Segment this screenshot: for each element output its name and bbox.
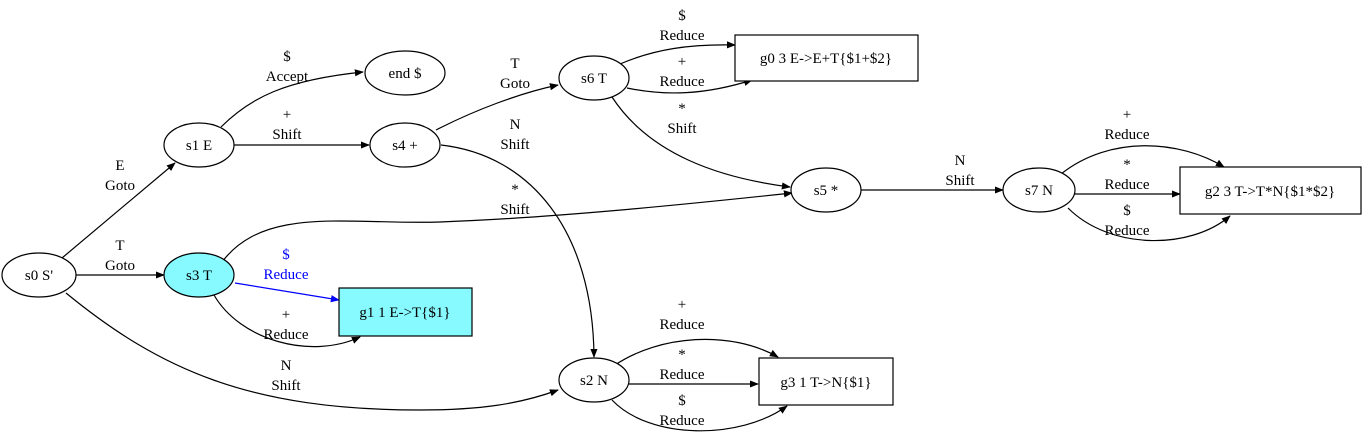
node-s6-label: s6 T xyxy=(581,71,607,87)
node-g1-label: g1 1 E->T{$1} xyxy=(359,305,450,321)
node-g0-shape xyxy=(734,34,919,82)
node-s0-label: s0 S' xyxy=(25,268,53,284)
edge-s1-end xyxy=(220,69,364,128)
edge-s2-g3-dollar-action: Reduce xyxy=(660,413,705,429)
edge-s7-g2-dollar-symbol: $ xyxy=(1123,203,1131,219)
node-end-shape xyxy=(364,50,446,96)
node-g2-shape xyxy=(1179,166,1362,215)
node-s0: s0 S' xyxy=(1,252,77,298)
node-end-label: end $ xyxy=(389,66,422,82)
edge-s2-g3-plus-symbol: + xyxy=(678,297,686,313)
edge-s6-g0-plus-symbol: + xyxy=(678,54,686,70)
node-s6-shape xyxy=(558,55,630,101)
edge-s6-g0-dollar xyxy=(619,41,736,65)
edge-s7-g2-plus-action: Reduce xyxy=(1105,127,1150,143)
edge-s0-s2-action: Shift xyxy=(271,378,301,394)
edge-s1-end-action: Accept xyxy=(266,69,309,85)
edge-s0-s3-symbol: T xyxy=(115,238,124,254)
edge-s5-s7-action: Shift xyxy=(945,173,975,189)
edge-s3-s5-action: Shift xyxy=(500,202,530,218)
node-s7-label: s7 N xyxy=(1025,183,1053,199)
edge-s0-s1-symbol: E xyxy=(115,158,124,174)
edges xyxy=(61,41,1231,432)
edge-s4-s2-action: Shift xyxy=(500,137,530,153)
node-g0-label: g0 3 E->E+T{$1+$2} xyxy=(760,51,892,67)
node-s3-shape xyxy=(163,252,235,298)
edge-s5-s7-symbol: N xyxy=(955,153,966,169)
node-g3-shape xyxy=(758,357,894,406)
node-s5-shape xyxy=(790,167,862,213)
edge-s6-s5 xyxy=(611,96,791,190)
node-s1-shape xyxy=(163,122,235,168)
edge-s6-s5-symbol: * xyxy=(678,101,686,117)
edge-s2-g3-star-action: Reduce xyxy=(660,367,705,383)
node-s4-label: s4 + xyxy=(392,138,418,154)
edge-s2-g3-star-symbol: * xyxy=(678,347,686,363)
edge-s0-s2 xyxy=(65,292,559,411)
edge-s6-s5-action: Shift xyxy=(667,121,697,137)
edge-s7-g2-plus xyxy=(1060,145,1225,175)
edge-s1-s4-action: Shift xyxy=(272,127,302,143)
edge-s4-s6-symbol: T xyxy=(510,56,519,72)
node-g2-label: g2 3 T->T*N{$1*$2} xyxy=(1205,184,1335,200)
node-s1: s1 E xyxy=(163,122,235,168)
edge-s1-s4-symbol: + xyxy=(283,107,291,123)
node-g0: g0 3 E->E+T{$1+$2} xyxy=(734,34,919,82)
edge-s6-g0-dollar-symbol: $ xyxy=(678,8,686,24)
node-s7-shape xyxy=(1002,167,1076,213)
node-s4-shape xyxy=(369,122,441,168)
node-g2: g2 3 T->T*N{$1*$2} xyxy=(1179,166,1362,215)
edge-s7-g2-dollar xyxy=(1067,207,1231,242)
node-s3: s3 T xyxy=(163,252,235,298)
node-s6: s6 T xyxy=(558,55,630,101)
edge-s3-g1-plus xyxy=(213,294,361,348)
edge-s3-s5 xyxy=(221,190,793,263)
node-s5-label: s5 * xyxy=(814,183,839,199)
node-g1-shape xyxy=(338,287,473,337)
node-s0-shape xyxy=(1,252,77,298)
edge-s3-g1-plus-symbol: + xyxy=(282,307,290,323)
node-s2-shape xyxy=(558,357,630,403)
edge-s0-s3-action: Goto xyxy=(105,258,135,274)
edge-s0-s1-action: Goto xyxy=(105,178,135,194)
node-s7: s7 N xyxy=(1002,167,1076,213)
edge-s3-g1-plus-action: Reduce xyxy=(264,327,309,343)
edge-s0-s2-symbol: N xyxy=(281,358,292,374)
edge-s2-g3-plus-action: Reduce xyxy=(660,317,705,333)
node-s2-label: s2 N xyxy=(580,373,608,389)
edge-s6-g0-plus-action: Reduce xyxy=(660,74,705,90)
node-end: end $ xyxy=(364,50,446,96)
edge-s3-g1-dollar xyxy=(234,282,340,303)
edge-s7-g2-star-action: Reduce xyxy=(1105,177,1150,193)
node-g1: g1 1 E->T{$1} xyxy=(338,287,473,337)
edge-s7-g2-star-symbol: * xyxy=(1123,157,1131,173)
edge-s0-s1 xyxy=(61,162,176,259)
node-s2: s2 N xyxy=(558,357,630,403)
edge-s2-g3-dollar-symbol: $ xyxy=(678,393,686,409)
edge-s6-g0-dollar-action: Reduce xyxy=(660,28,705,44)
node-s3-label: s3 T xyxy=(186,268,212,284)
node-s1-label: s1 E xyxy=(186,138,212,154)
edge-s3-g1-dollar-symbol: $ xyxy=(282,247,290,263)
edge-s4-s2-symbol: N xyxy=(510,117,521,133)
edge-s7-g2-dollar-action: Reduce xyxy=(1105,223,1150,239)
edge-s3-s5-symbol: * xyxy=(511,182,519,198)
edge-s1-end-symbol: $ xyxy=(283,49,291,65)
edge-s4-s2 xyxy=(440,144,598,358)
node-s4: s4 + xyxy=(369,122,441,168)
edge-s4-s6 xyxy=(435,83,559,131)
edge-s7-g2-plus-symbol: + xyxy=(1123,107,1131,123)
node-g3-label: g3 1 T->N{$1} xyxy=(780,375,871,391)
node-g3: g3 1 T->N{$1} xyxy=(758,357,894,406)
nodes: s0 S' s1 E s3 T end $ s4 + s6 T xyxy=(1,34,1362,406)
edge-s4-s6-action: Goto xyxy=(500,76,530,92)
edge-s2-g3-plus xyxy=(614,338,779,366)
edge-s2-g3-dollar xyxy=(611,399,788,432)
edge-labels: $ Accept + Shift E Goto T Goto N Shift $… xyxy=(105,8,1150,429)
edge-s3-g1-dollar-action: Reduce xyxy=(264,267,309,283)
edge-s6-g0-plus xyxy=(626,79,753,94)
node-s5: s5 * xyxy=(790,167,862,213)
